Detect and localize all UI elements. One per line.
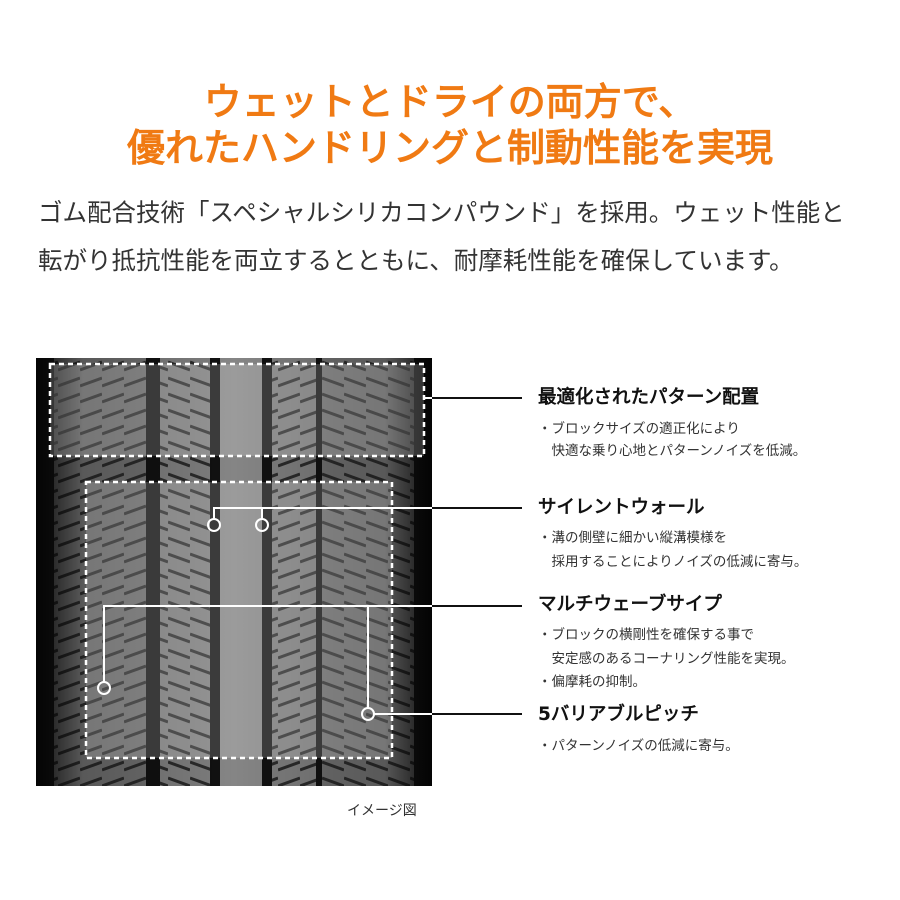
connector-line-4: [432, 713, 522, 715]
feature-desc-line: ・ブロックサイズの適正化により: [538, 421, 740, 437]
connector-line-2: [432, 507, 522, 509]
headline-line-1: ウェットとドライの両方で、: [203, 80, 697, 124]
feature-desc-line: 安定感のあるコーナリング性能を実現。: [538, 651, 795, 667]
headline-line-2: 優れたハンドリングと制動性能を実現: [126, 126, 773, 170]
feature-desc-line: ・パターンノイズの低減に寄与。: [538, 738, 739, 754]
tire-tread-image: [36, 358, 432, 786]
connector-line-3: [432, 605, 522, 607]
intro-line-1: ゴム配合技術「スペシャルシリカコンパウンド」を採用。ウェット性能と: [38, 198, 845, 227]
tire-tread-graphic: [36, 358, 432, 786]
feature-desc-line: 採用することによりノイズの低減に寄与。: [538, 554, 808, 570]
feature-title-multi-wave-sipe: マルチウェーブサイプ: [538, 594, 722, 615]
feature-desc-line: ・溝の側壁に細かい縦溝模様を: [538, 530, 727, 546]
feature-desc-line: ・偏摩耗の抑制。: [538, 674, 646, 690]
feature-desc-line: 快適な乗り心地とパターンノイズを低減。: [538, 443, 807, 459]
feature-title-variable-pitch: 5バリアブルピッチ: [538, 704, 699, 725]
feature-desc-line: ・ブロックの横剛性を確保する事で: [538, 627, 754, 643]
image-caption: イメージ図: [347, 803, 417, 819]
feature-title-pattern-layout: 最適化されたパターン配置: [538, 387, 760, 408]
intro-line-2: 転がり抵抗性能を両立するとともに、耐摩耗性能を確保しています。: [38, 246, 794, 275]
feature-title-silent-wall: サイレントウォール: [538, 497, 705, 518]
connector-line-1: [432, 397, 522, 399]
